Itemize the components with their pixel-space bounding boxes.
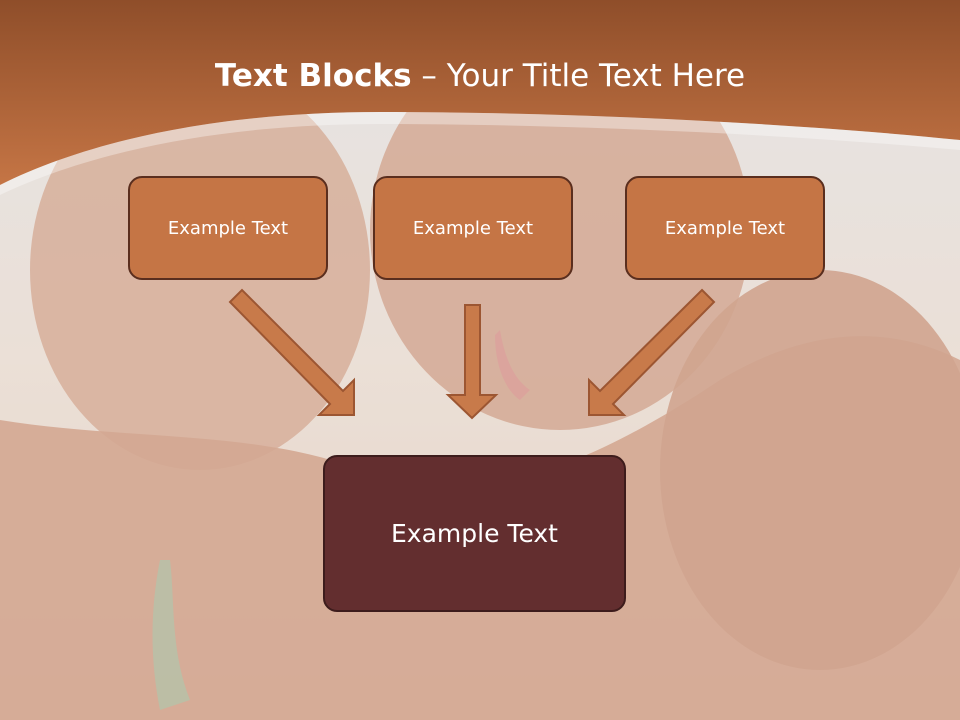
title-rest: Your Title Text Here <box>446 58 746 94</box>
arrow-right <box>588 288 716 416</box>
text-block-2[interactable]: Example Text <box>373 176 573 280</box>
arrow-left <box>228 288 355 416</box>
arrow-center <box>445 304 499 420</box>
title-bold: Text Blocks <box>214 58 412 94</box>
text-block-main[interactable]: Example Text <box>323 455 626 612</box>
slide-title: Text Blocks – Your Title Text Here <box>0 56 960 96</box>
text-block-3[interactable]: Example Text <box>625 176 825 280</box>
title-dash: – <box>411 58 447 94</box>
text-block-1[interactable]: Example Text <box>128 176 328 280</box>
